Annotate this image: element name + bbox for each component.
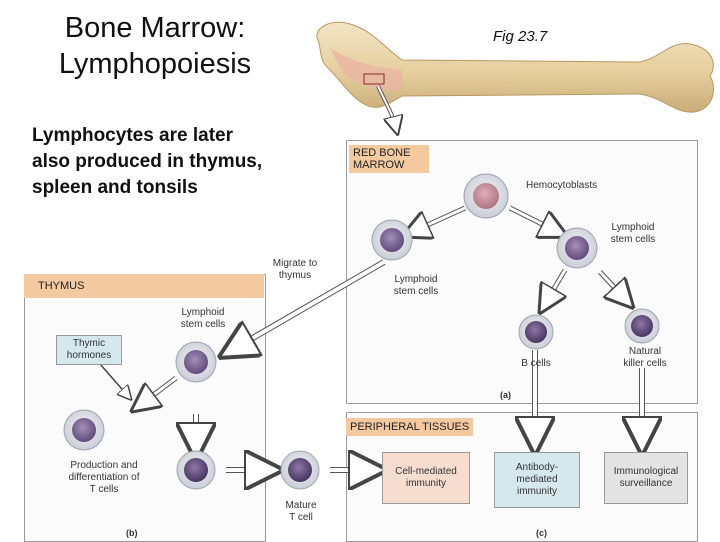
lymphoid-stem-right-line-1: Lymphoid bbox=[611, 222, 655, 233]
production-line-2: differentiation of bbox=[68, 472, 140, 483]
mature-t-cell-label: Mature T cell bbox=[272, 500, 330, 524]
panel-red-bone-marrow bbox=[346, 140, 698, 404]
red-bone-marrow-line-1: RED BONE bbox=[353, 147, 411, 159]
antibody-line-3: immunity bbox=[516, 486, 557, 497]
b-cell-icon bbox=[518, 314, 554, 350]
natural-killer-line-1: Natural bbox=[628, 346, 662, 357]
cell-mediated-line-1: Cell-mediated bbox=[395, 466, 457, 477]
surveillance-line-1: Immunological bbox=[613, 466, 679, 477]
thymus-lymphoid-stem-cells-label: Lymphoid stem cells bbox=[166, 307, 240, 331]
panel-c-arrows bbox=[535, 350, 642, 440]
hemocytoblast-cell-icon bbox=[463, 173, 509, 219]
thymic-hormones-box: Thymic hormones bbox=[56, 335, 122, 365]
panel-c-letter: (c) bbox=[536, 528, 547, 538]
thymus-lymphoid-line-1: Lymphoid bbox=[181, 307, 225, 318]
lymphoid-stem-left-line-1: Lymphoid bbox=[394, 274, 438, 285]
thymus-lymphoid-stem-cell-icon bbox=[175, 341, 217, 383]
red-bone-marrow-line-2: MARROW bbox=[353, 159, 405, 171]
red-bone-marrow-label: RED BONE MARROW bbox=[349, 145, 429, 173]
cell-mediated-line-2: immunity bbox=[405, 478, 446, 489]
antibody-line-2: mediated bbox=[516, 474, 558, 485]
thymic-hormones-line-2: hormones bbox=[66, 350, 112, 361]
b-cells-label: B cells bbox=[521, 358, 551, 369]
natural-killer-line-2: killer cells bbox=[623, 358, 667, 369]
slide-subtitle: Lymphocytes are later also produced in t… bbox=[32, 123, 332, 201]
antibody-mediated-immunity-box: Antibody- mediated immunity bbox=[494, 452, 580, 508]
migrate-line-1: Migrate to bbox=[272, 258, 318, 269]
lymphoid-stem-right-line-2: stem cells bbox=[610, 234, 656, 245]
mature-t-cell-icon bbox=[280, 450, 320, 490]
title-line-2: Lymphopoiesis bbox=[58, 48, 252, 80]
antibody-line-1: Antibody- bbox=[515, 462, 559, 473]
production-differentiation-label: Production and differentiation of T cell… bbox=[50, 460, 158, 496]
panel-a-arrows bbox=[412, 205, 626, 304]
t-cell-icon bbox=[176, 450, 216, 490]
subtitle-line-3: spleen and tonsils bbox=[32, 177, 198, 198]
title-line-1: Bone Marrow: bbox=[64, 12, 246, 44]
thymus-lymphoid-line-2: stem cells bbox=[180, 319, 226, 330]
lymphoid-stem-cells-label-left: Lymphoid stem cells bbox=[376, 274, 456, 298]
slide-title: Bone Marrow: Lymphopoiesis bbox=[20, 10, 290, 82]
thymus-header: THYMUS bbox=[24, 274, 264, 298]
migrate-line-2: thymus bbox=[278, 270, 312, 281]
natural-killer-cell-icon bbox=[624, 308, 660, 344]
immunological-surveillance-box: Immunological surveillance bbox=[604, 452, 688, 504]
lymphoid-stem-cells-label-right: Lymphoid stem cells bbox=[598, 222, 668, 246]
surveillance-line-2: surveillance bbox=[619, 478, 673, 489]
subtitle-line-2: also produced in thymus, bbox=[32, 151, 263, 172]
lymphoid-stem-cell-left-icon bbox=[371, 219, 413, 261]
natural-killer-cells-label: Natural killer cells bbox=[612, 346, 678, 370]
panel-b-letter: (b) bbox=[126, 528, 138, 538]
mature-t-cell-line-2: T cell bbox=[289, 512, 313, 523]
mature-t-cell-line-1: Mature bbox=[285, 500, 317, 511]
hemocytoblasts-label: Hemocytoblasts bbox=[526, 180, 598, 191]
panel-b-arrows bbox=[99, 363, 372, 470]
figure-reference: Fig 23.7 bbox=[493, 28, 548, 45]
production-line-3: T cells bbox=[89, 484, 119, 495]
developing-t-cell-icon bbox=[63, 409, 105, 451]
cell-mediated-immunity-box: Cell-mediated immunity bbox=[382, 452, 470, 504]
thymic-hormones-line-1: Thymic bbox=[72, 338, 106, 349]
femur-bone bbox=[316, 21, 714, 113]
peripheral-tissues-header: PERIPHERAL TISSUES bbox=[346, 418, 474, 436]
subtitle-line-1: Lymphocytes are later bbox=[32, 125, 233, 146]
lymphoid-stem-left-line-2: stem cells bbox=[393, 286, 439, 297]
production-line-1: Production and bbox=[70, 460, 138, 471]
lymphoid-stem-cell-right-icon bbox=[556, 227, 598, 269]
migrate-to-thymus-label: Migrate to thymus bbox=[258, 258, 332, 282]
panel-a-letter: (a) bbox=[500, 390, 511, 400]
